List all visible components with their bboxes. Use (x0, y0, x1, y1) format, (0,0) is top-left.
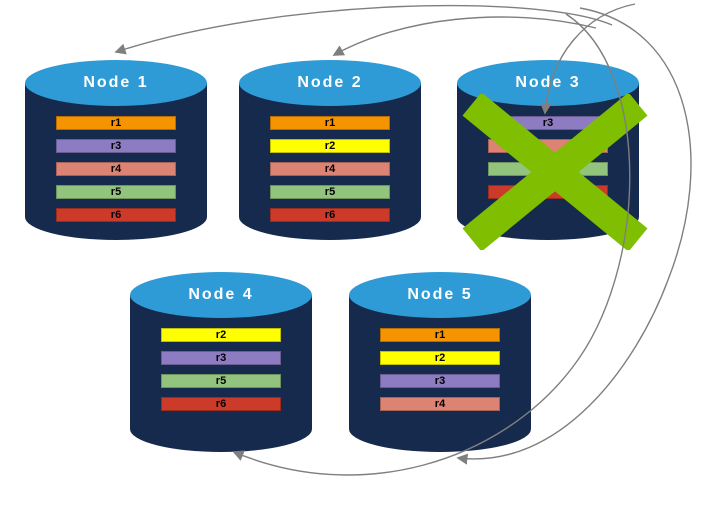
node-4: Node 4 r2 r3 r5 r6 (130, 272, 312, 452)
node-5-title: Node 5 (407, 286, 473, 303)
partition-bar: r6 (56, 208, 176, 222)
partition-bar: r6 (270, 208, 390, 222)
node-4-cylinder-bottom (130, 406, 312, 452)
node-3-title: Node 3 (515, 74, 581, 91)
node-3-cylinder-bottom (457, 194, 639, 240)
partition-bar: r3 (488, 116, 608, 130)
partition-bar: r1 (380, 328, 500, 342)
arrow-node3-to-node2 (332, 16, 597, 56)
partition-bar: r5 (161, 374, 281, 388)
partition-bar: r2 (161, 328, 281, 342)
node-5-cylinder-bottom (349, 406, 531, 452)
partition-bar: r4 (56, 162, 176, 176)
node-3: Node 3 r3 (457, 60, 639, 240)
partition-bar: r3 (380, 374, 500, 388)
node-1-title: Node 1 (83, 74, 149, 91)
arrow-node3-to-node1 (114, 4, 613, 55)
node-5-partitions: r1 r2 r3 r4 (349, 328, 531, 411)
partition-bar: r2 (380, 351, 500, 365)
node-2-partitions: r1 r2 r4 r5 r6 (239, 116, 421, 222)
partition-bar: r4 (380, 397, 500, 411)
partition-bar: r1 (56, 116, 176, 130)
partition-bar: r1 (270, 116, 390, 130)
node-4-cylinder-top: Node 4 (130, 272, 312, 318)
node-3-cylinder-top: Node 3 (457, 60, 639, 106)
node-2: Node 2 r1 r2 r4 r5 r6 (239, 60, 421, 240)
node-5-cylinder-top: Node 5 (349, 272, 531, 318)
node-1: Node 1 r1 r3 r4 r5 r6 (25, 60, 207, 240)
node-1-cylinder-top: Node 1 (25, 60, 207, 106)
partition-bar: r6 (161, 397, 281, 411)
partition-bar: r3 (161, 351, 281, 365)
partition-bar (488, 139, 608, 153)
partition-bar (488, 185, 608, 199)
node-2-cylinder-top: Node 2 (239, 60, 421, 106)
node-4-title: Node 4 (188, 286, 254, 303)
node-3-partitions: r3 (457, 116, 639, 199)
node-2-title: Node 2 (297, 74, 363, 91)
node-5: Node 5 r1 r2 r3 r4 (349, 272, 531, 452)
partition-bar: r5 (270, 185, 390, 199)
partition-bar: r3 (56, 139, 176, 153)
partition-bar (488, 162, 608, 176)
partition-bar: r5 (56, 185, 176, 199)
node-1-partitions: r1 r3 r4 r5 r6 (25, 116, 207, 222)
partition-bar: r2 (270, 139, 390, 153)
node-4-partitions: r2 r3 r5 r6 (130, 328, 312, 411)
partition-bar: r4 (270, 162, 390, 176)
